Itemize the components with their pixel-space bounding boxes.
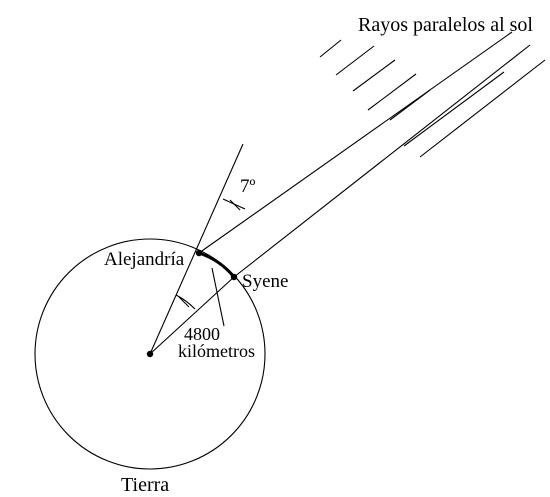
sun-ray-stroke	[403, 71, 505, 147]
sun-ray-stroke	[389, 89, 431, 121]
angle-label-top: 7º	[240, 176, 256, 197]
alexandria-label: Alejandría	[104, 249, 185, 270]
sun-ray-stroke	[419, 59, 546, 158]
syene-radius-line	[149, 276, 235, 355]
sun-ray-syene	[233, 44, 531, 278]
alexandria-point	[195, 249, 203, 257]
earth-label: Tierra	[121, 474, 169, 496]
sun-ray-stroke	[319, 39, 342, 58]
sun-rays-label: Rayos paralelos al sol	[358, 14, 533, 36]
sun-ray-stroke	[367, 73, 417, 111]
earth-circle	[34, 238, 266, 470]
angle-tick-top	[229, 199, 241, 211]
sun-ray-stroke	[335, 45, 375, 76]
distance-value-label: 4800	[184, 324, 220, 344]
alexandria-radius-line	[149, 143, 244, 355]
arc-alexandria-syene	[198, 251, 236, 278]
sun-ray-stroke	[352, 59, 396, 92]
syene-label: Syene	[242, 271, 288, 292]
angle-tick-center	[178, 296, 190, 308]
distance-pointer-line	[211, 267, 225, 327]
sun-ray-alexandria	[198, 31, 513, 254]
angle-arc-center	[175, 294, 196, 310]
syene-point	[230, 273, 238, 281]
distance-unit-label: kilómetros	[178, 341, 255, 361]
